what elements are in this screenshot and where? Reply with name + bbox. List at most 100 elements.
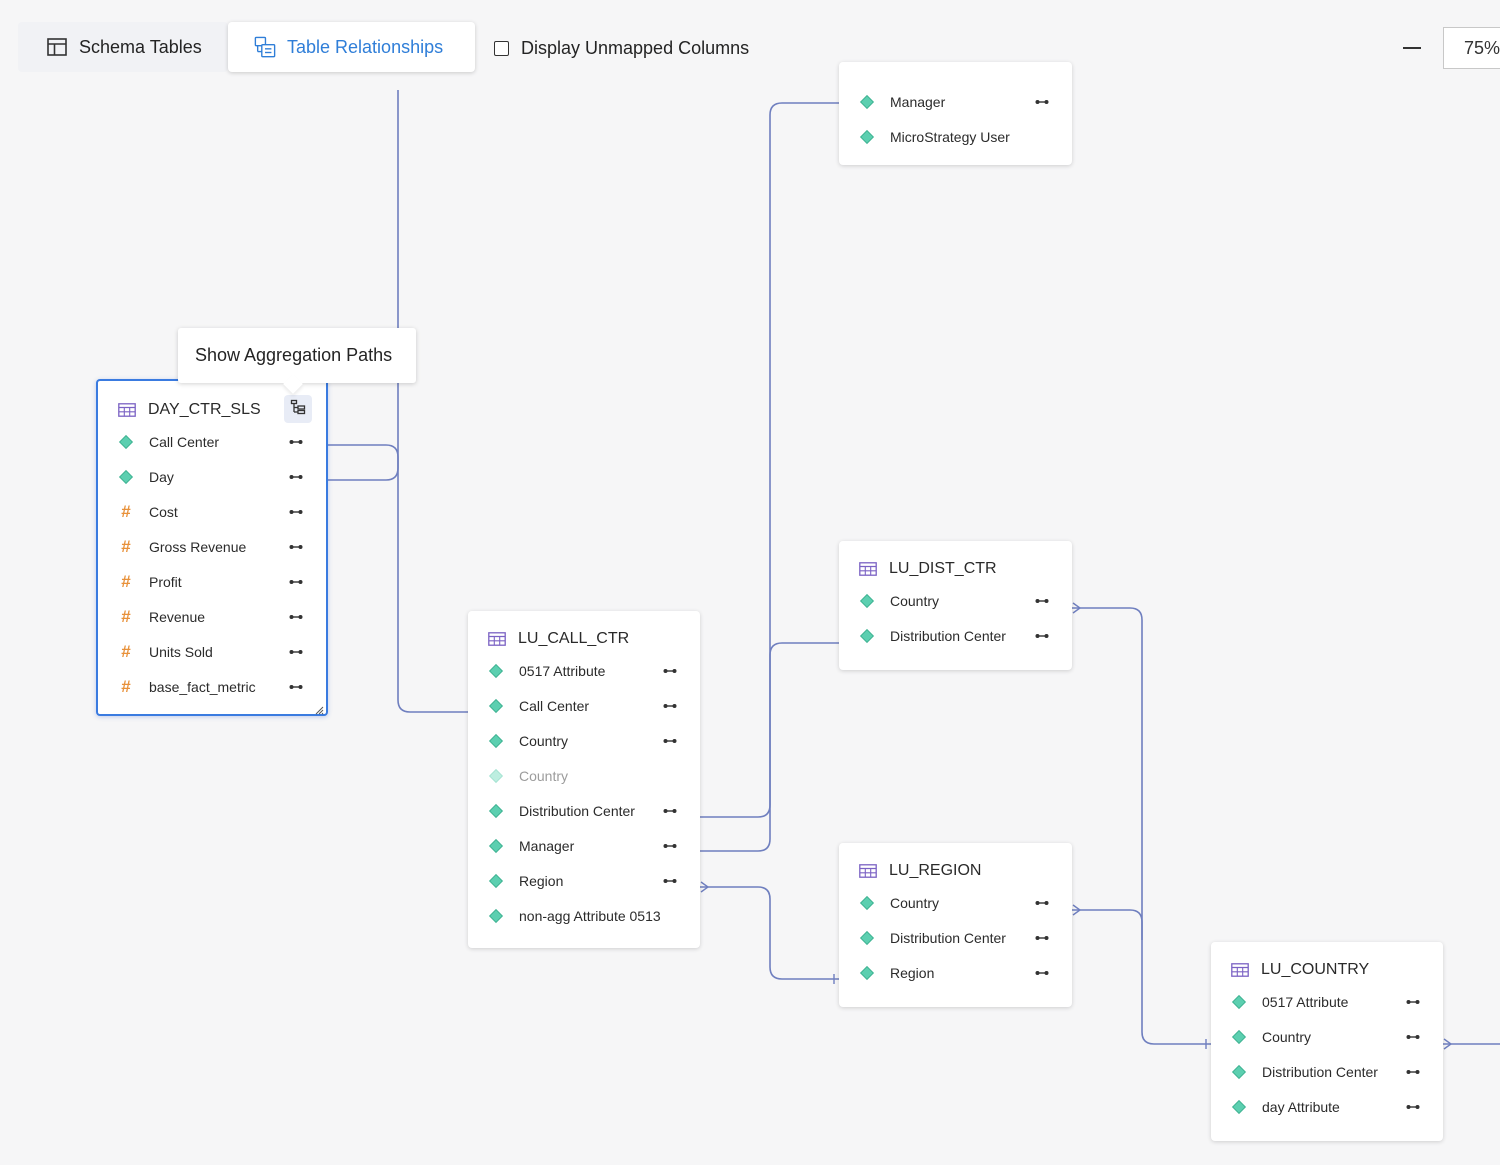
diamond-icon [859, 930, 875, 946]
diamond-icon [488, 803, 504, 819]
display-unmapped-label: Display Unmapped Columns [521, 37, 750, 58]
table-row[interactable]: Distribution Center [839, 619, 1072, 654]
display-unmapped-columns-toggle[interactable]: Display Unmapped Columns [494, 36, 749, 60]
link-key-icon[interactable] [663, 877, 677, 885]
table-row[interactable]: Day [98, 460, 326, 495]
table-row[interactable]: Country [468, 724, 700, 759]
link-key-icon[interactable] [289, 438, 303, 446]
table-row[interactable]: 0517 Attribute [468, 654, 700, 689]
table-header: DAY_CTR_SLS [98, 395, 326, 425]
link-key-icon[interactable] [289, 613, 303, 621]
table-icon [1231, 963, 1249, 977]
table-header: LU_DIST_CTR [839, 554, 1072, 584]
diamond-icon [118, 469, 134, 485]
table-row[interactable]: Distribution Center [1211, 1055, 1443, 1090]
table-grid-icon [46, 36, 68, 58]
hash-icon: # [121, 641, 131, 661]
table-row[interactable]: Distribution Center [468, 794, 700, 829]
link-key-icon[interactable] [1035, 632, 1049, 640]
table-row[interactable]: Manager [468, 828, 700, 863]
table-row[interactable]: Country [839, 584, 1072, 619]
link-key-icon[interactable] [289, 578, 303, 586]
connector-callctr-to-manager [700, 102, 840, 818]
table-row[interactable]: Country [839, 886, 1072, 921]
zoom-level-input[interactable]: 75% [1443, 27, 1500, 69]
diamond-icon [859, 94, 875, 110]
tab-schema-tables-label: Schema Tables [79, 36, 202, 57]
table-card-lu-dist-ctr[interactable]: LU_DIST_CTR Country Distribution Center [839, 541, 1072, 670]
tab-table-relationships-label: Table Relationships [287, 36, 444, 57]
table-row[interactable]: non-agg Attribute 0513 [468, 898, 700, 933]
table-row[interactable]: # Cost [98, 495, 326, 530]
connector-region-to-country [1072, 909, 1143, 940]
table-row[interactable]: 0517 Attribute [1211, 985, 1443, 1020]
table-name: LU_COUNTRY [1261, 961, 1370, 978]
connector-callctr-to-region [700, 886, 840, 980]
link-key-icon[interactable] [1035, 969, 1049, 977]
link-key-icon[interactable] [663, 667, 677, 675]
table-card-lu-region[interactable]: LU_REGION Country Distribution Center Re… [839, 843, 1072, 1007]
table-row[interactable]: Country [468, 759, 700, 794]
link-key-icon[interactable] [663, 842, 677, 850]
link-key-icon[interactable] [289, 648, 303, 656]
table-header: LU_COUNTRY [1211, 955, 1443, 985]
link-key-icon[interactable] [1406, 1033, 1420, 1041]
link-key-icon[interactable] [1406, 998, 1420, 1006]
link-key-icon[interactable] [289, 508, 303, 516]
table-name: LU_REGION [889, 862, 982, 879]
table-row[interactable]: Region [839, 956, 1072, 991]
table-row[interactable]: # Revenue [98, 599, 326, 634]
table-icon [859, 864, 877, 878]
table-row[interactable]: MicroStrategy User [839, 120, 1072, 155]
table-row[interactable]: Region [468, 863, 700, 898]
connector-day-loop [328, 444, 399, 481]
link-key-icon[interactable] [1406, 1068, 1420, 1076]
table-name: LU_DIST_CTR [889, 560, 997, 577]
link-key-icon[interactable] [289, 683, 303, 691]
table-icon [859, 562, 877, 576]
table-card-lu-country[interactable]: LU_COUNTRY 0517 Attribute Country Distri… [1211, 942, 1443, 1141]
diamond-icon [488, 663, 504, 679]
table-row[interactable]: # base_fact_metric [98, 669, 326, 704]
resize-handle-icon[interactable] [314, 702, 324, 715]
table-header: LU_CALL_CTR [468, 624, 700, 654]
table-icon [488, 632, 506, 646]
link-key-icon[interactable] [289, 543, 303, 551]
table-name: LU_CALL_CTR [518, 630, 630, 647]
link-key-icon[interactable] [1035, 934, 1049, 942]
link-key-icon[interactable] [1035, 899, 1049, 907]
connector-callctr-to-distctr [700, 642, 840, 852]
link-key-icon[interactable] [289, 473, 303, 481]
diamond-icon [488, 873, 504, 889]
link-key-icon[interactable] [1035, 98, 1049, 106]
table-name: DAY_CTR_SLS [148, 401, 261, 418]
table-row[interactable]: Manager [839, 85, 1072, 120]
table-row[interactable]: Country [1211, 1020, 1443, 1055]
tab-schema-tables[interactable]: Schema Tables [18, 22, 228, 72]
table-card-day-ctr-sls[interactable]: DAY_CTR_SLS Call Center Day # Cost # Gro… [96, 379, 328, 716]
table-card-top-partial[interactable]: Manager MicroStrategy User [839, 62, 1072, 165]
tab-table-relationships[interactable]: Table Relationships [228, 22, 475, 72]
link-key-icon[interactable] [663, 807, 677, 815]
table-row[interactable]: Call Center [98, 425, 326, 460]
table-row[interactable]: # Units Sold [98, 634, 326, 669]
table-row[interactable]: # Profit [98, 565, 326, 600]
table-row[interactable]: # Gross Revenue [98, 530, 326, 565]
table-card-lu-call-ctr[interactable]: LU_CALL_CTR 0517 Attribute Call Center C… [468, 611, 700, 948]
link-key-icon[interactable] [1035, 597, 1049, 605]
table-row[interactable]: Distribution Center [839, 921, 1072, 956]
diamond-icon [1231, 994, 1247, 1010]
table-header: LU_REGION [839, 856, 1072, 886]
table-row[interactable]: day Attribute [1211, 1090, 1443, 1125]
diamond-icon [859, 965, 875, 981]
diamond-icon [859, 593, 875, 609]
show-aggregation-paths-button[interactable] [284, 395, 312, 423]
table-row[interactable]: Call Center [468, 689, 700, 724]
link-key-icon[interactable] [663, 737, 677, 745]
link-key-icon[interactable] [1406, 1103, 1420, 1111]
diamond-icon [488, 838, 504, 854]
link-key-icon[interactable] [663, 702, 677, 710]
display-unmapped-checkbox[interactable] [494, 40, 509, 56]
diamond-icon [859, 129, 875, 145]
